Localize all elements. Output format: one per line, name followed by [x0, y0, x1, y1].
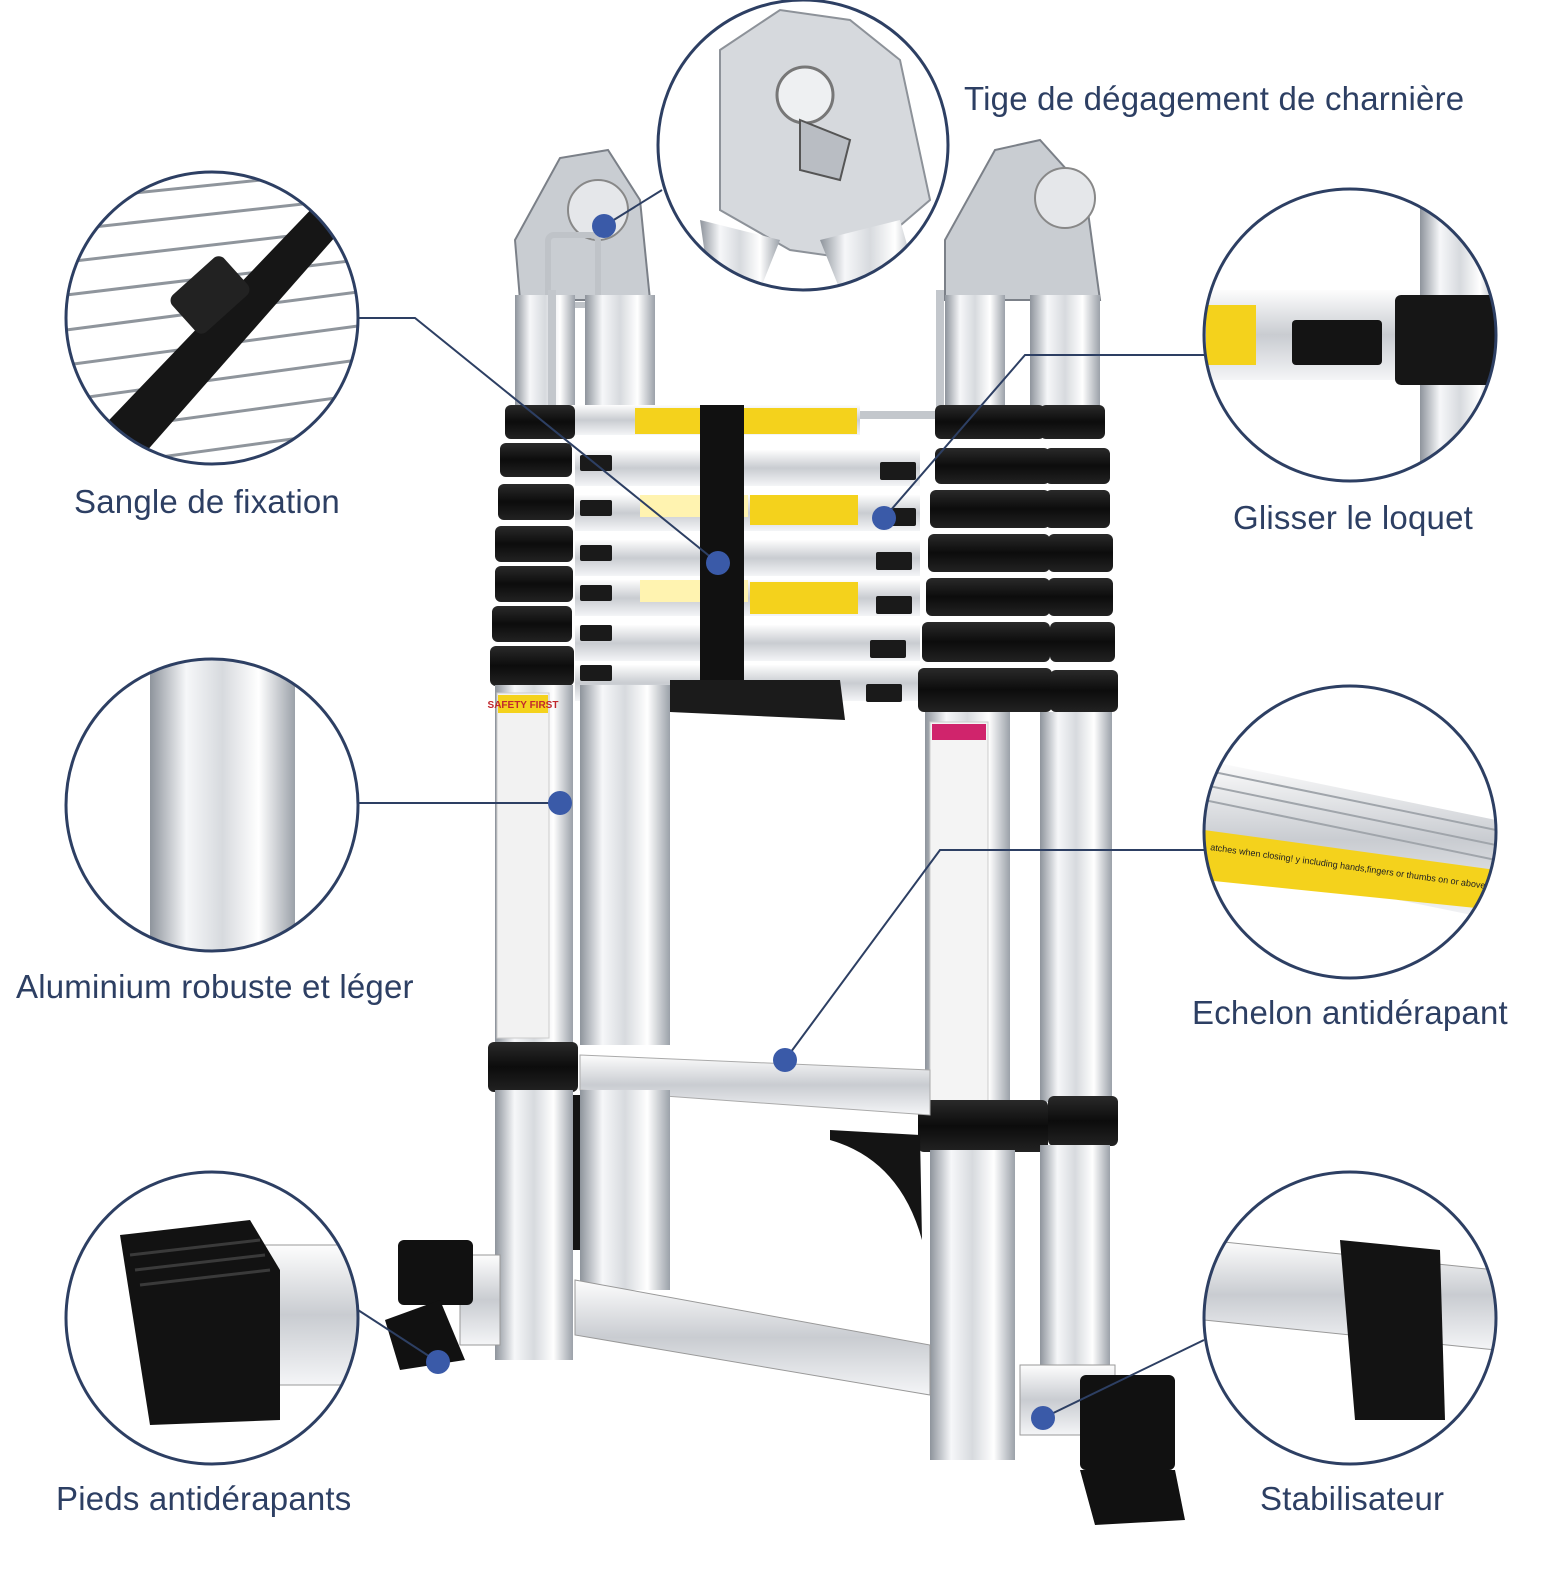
stabilizer-detail-icon: [1202, 1170, 1498, 1466]
right-foot: [1080, 1375, 1185, 1525]
foot-detail-icon: [64, 1170, 360, 1466]
ladder: SAFETY FIRST: [385, 138, 1185, 1525]
rung-detail-icon: atches when closing! y including hands,f…: [1202, 684, 1498, 980]
left-hinge-head: [513, 148, 652, 308]
latch-detail-icon: [1202, 187, 1498, 483]
strap-detail-icon: [64, 170, 360, 466]
label-antislip-feet: Pieds antidérapants: [56, 1480, 352, 1517]
left-foot: [385, 1240, 473, 1370]
label-antislip-rung: Echelon antidérapant: [1192, 994, 1508, 1031]
label-hinge-release: Tige de dégagement de charnière: [964, 80, 1465, 117]
callout-dots: [426, 214, 1055, 1430]
label-strap: Sangle de fixation: [74, 483, 340, 520]
label-aluminium: Aluminium robuste et léger: [16, 968, 414, 1005]
hinge-detail-icon: [656, 0, 950, 292]
upper-rungs: [560, 405, 920, 702]
safety-first-text: SAFETY FIRST: [488, 700, 559, 711]
label-slide-latch: Glisser le loquet: [1233, 499, 1474, 536]
right-hinge-head: [944, 138, 1102, 301]
tube-detail-icon: [64, 657, 360, 953]
callout-lines: [357, 189, 1205, 1419]
collars: [490, 405, 1118, 712]
label-stabilizer: Stabilisateur: [1260, 1480, 1445, 1517]
